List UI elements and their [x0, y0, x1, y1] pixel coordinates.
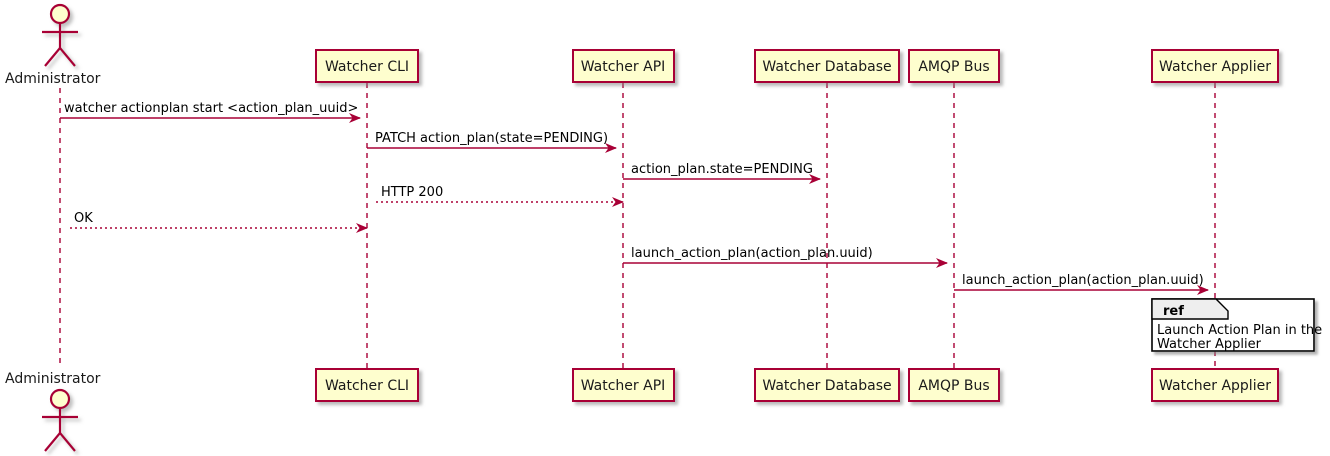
message-label: launch_action_plan(action_plan.uuid)	[631, 246, 873, 261]
participant-label: Watcher CLI	[325, 378, 409, 394]
participant-box-rect	[754, 368, 900, 402]
message-http-200[interactable]: HTTP 200	[374, 185, 624, 207]
participant-label: Watcher Database	[762, 59, 891, 75]
message-label: OK	[74, 211, 93, 226]
participant-box-rect	[1151, 49, 1279, 83]
actor-leg-left-icon	[44, 47, 61, 67]
participant-box-rect	[315, 368, 419, 402]
actor-head-icon	[49, 388, 71, 410]
participant-label: Watcher API	[581, 378, 666, 394]
ref-fragment-launch-action-plan[interactable]: ref Launch Action Plan in the Watcher Ap…	[1151, 298, 1322, 352]
message-patch-action-plan[interactable]: PATCH action_plan(state=PENDING)	[367, 131, 617, 153]
message-actionplan-start[interactable]: watcher actionplan start <action_plan_uu…	[60, 101, 361, 123]
participant-box-amqp-bus-bottom[interactable]: AMQP Bus	[908, 368, 1000, 402]
message-label: launch_action_plan(action_plan.uuid)	[962, 273, 1204, 288]
actor-head-icon	[49, 3, 71, 25]
actor-administrator-bottom[interactable]	[42, 388, 78, 452]
participant-box-rect	[908, 49, 1000, 83]
message-label: PATCH action_plan(state=PENDING)	[375, 131, 608, 146]
ref-fragment-line-2: Watcher Applier	[1157, 337, 1262, 352]
participant-box-rect	[315, 49, 419, 83]
participant-box-rect	[572, 368, 675, 402]
actor-label-administrator-top: Administrator	[5, 71, 101, 87]
participant-box-watcher-applier-bottom[interactable]: Watcher Applier	[1151, 368, 1279, 402]
participant-box-watcher-database-top[interactable]: Watcher Database	[754, 49, 900, 83]
participant-label: AMQP Bus	[918, 378, 989, 394]
participant-label: AMQP Bus	[918, 59, 989, 75]
participant-box-rect	[908, 368, 1000, 402]
message-label: HTTP 200	[381, 185, 443, 200]
participant-box-watcher-cli-top[interactable]: Watcher CLI	[315, 49, 419, 83]
participant-label: Watcher Applier	[1159, 59, 1271, 75]
message-state-pending[interactable]: action_plan.state=PENDING	[623, 162, 821, 184]
participant-label: Watcher Database	[762, 378, 891, 394]
actor-leg-right-icon	[59, 47, 76, 67]
actor-administrator-top[interactable]	[42, 3, 78, 67]
participant-box-rect	[1151, 368, 1279, 402]
message-launch-to-amqp[interactable]: launch_action_plan(action_plan.uuid)	[623, 246, 948, 268]
actor-leg-right-icon	[59, 432, 76, 452]
actor-label-administrator-bottom: Administrator	[5, 371, 101, 387]
ref-fragment-line-1: Launch Action Plan in the	[1157, 323, 1322, 338]
participant-label: Watcher API	[581, 59, 666, 75]
participant-box-watcher-api-top[interactable]: Watcher API	[572, 49, 675, 83]
participant-box-rect	[754, 49, 900, 83]
participant-label: Watcher CLI	[325, 59, 409, 75]
participant-label: Watcher Applier	[1159, 378, 1271, 394]
message-launch-to-applier[interactable]: launch_action_plan(action_plan.uuid)	[954, 273, 1209, 295]
message-label: action_plan.state=PENDING	[631, 162, 813, 177]
participant-box-amqp-bus-top[interactable]: AMQP Bus	[908, 49, 1000, 83]
message-ok[interactable]: OK	[67, 211, 368, 233]
ref-fragment-tag-label: ref	[1163, 304, 1184, 319]
participant-box-rect	[572, 49, 675, 83]
participant-box-watcher-database-bottom[interactable]: Watcher Database	[754, 368, 900, 402]
actor-leg-left-icon	[44, 432, 61, 452]
message-label: watcher actionplan start <action_plan_uu…	[64, 101, 358, 116]
participant-box-watcher-applier-top[interactable]: Watcher Applier	[1151, 49, 1279, 83]
lifelines-group	[59, 83, 1216, 370]
participant-box-watcher-cli-bottom[interactable]: Watcher CLI	[315, 368, 419, 402]
ref-fragment-tag-shape	[1151, 298, 1229, 320]
participant-box-watcher-api-bottom[interactable]: Watcher API	[572, 368, 675, 402]
